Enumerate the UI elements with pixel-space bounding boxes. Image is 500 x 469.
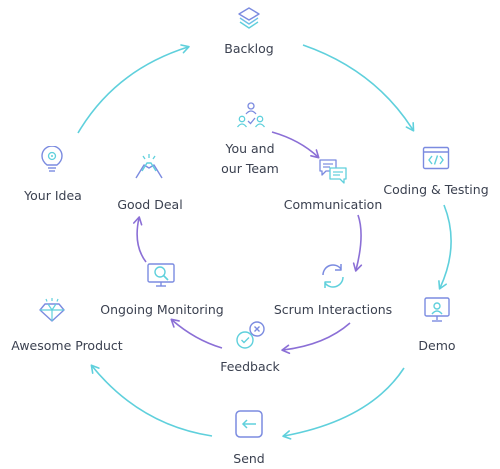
- arrow-coding-to-demo: [438, 204, 452, 290]
- arrow-scrum-to-feedback: [281, 322, 351, 355]
- label-ongoing-monitoring: Ongoing Monitoring: [100, 302, 224, 317]
- label-backlog: Backlog: [224, 41, 274, 56]
- label-demo: Demo: [418, 338, 456, 353]
- monitor-user-icon: [424, 297, 450, 322]
- label-feedback: Feedback: [220, 359, 280, 374]
- code-window-icon: [422, 146, 450, 170]
- chat-bubbles-icon: [319, 159, 347, 184]
- label-coding-testing: Coding & Testing: [383, 182, 489, 197]
- arrow-backlog-to-coding: [302, 44, 415, 132]
- diamond-icon: [39, 298, 65, 322]
- label-your-idea: Your Idea: [24, 188, 82, 203]
- arrow-demo-to-send: [282, 367, 405, 440]
- refresh-icon: [322, 264, 344, 288]
- arrow-feedback-to-monitoring: [170, 318, 223, 349]
- label-scrum-interactions: Scrum Interactions: [273, 302, 393, 317]
- feedback-icon: [236, 321, 265, 349]
- arrow-communication-to-scrum: [352, 214, 363, 272]
- arrow-send-to-product: [90, 364, 213, 437]
- label-awesome-product: Awesome Product: [11, 338, 123, 353]
- label-good-deal: Good Deal: [117, 197, 183, 212]
- handshake-icon: [135, 154, 163, 179]
- layers-icon: [238, 7, 260, 29]
- arrow-idea-to-backlog: [77, 44, 190, 134]
- send-icon: [235, 410, 263, 438]
- lightbulb-icon: [41, 146, 63, 172]
- label-communication: Communication: [283, 197, 383, 212]
- label-send: Send: [233, 451, 265, 466]
- arrow-monitoring-to-gooddeal: [132, 216, 147, 263]
- label-you-and-our-team-line1: You and: [225, 141, 275, 156]
- monitoring-icon: [147, 263, 175, 287]
- team-icon: [236, 102, 266, 128]
- label-you-and-our-team-line2: our Team: [221, 161, 279, 176]
- arrow-team-to-communication: [271, 131, 320, 159]
- label-you-and-our-team: You and our Team: [221, 139, 279, 179]
